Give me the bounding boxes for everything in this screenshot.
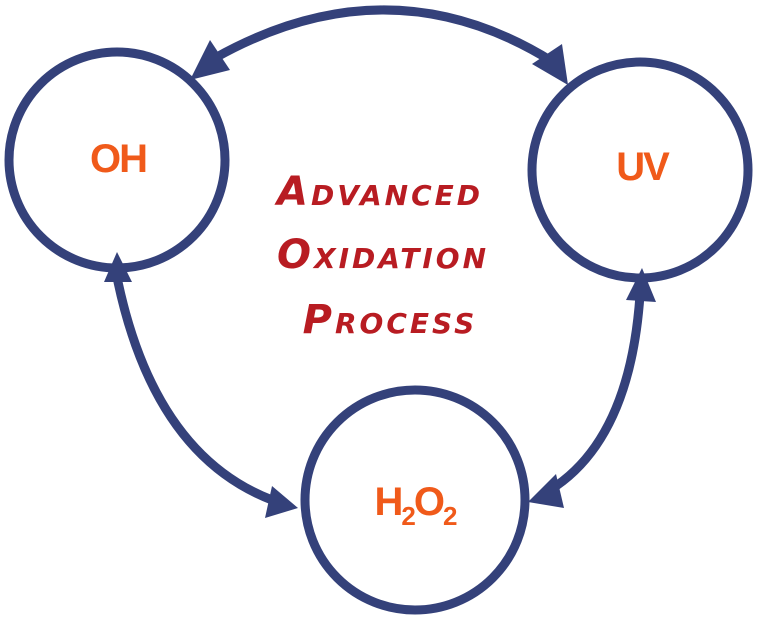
- title-line-2: Oxidation: [277, 232, 489, 278]
- arrow-head-h2o2-right: [528, 474, 564, 508]
- arrow-oh-uv: [190, 5, 568, 85]
- h2o2-label: H2O2: [375, 480, 457, 531]
- arrow-head-oh: [190, 40, 230, 80]
- arrow-head-oh-bottom: [104, 252, 132, 282]
- h2o2-sub-2: 2: [443, 501, 457, 531]
- uv-label: UV: [616, 145, 670, 189]
- h2o2-node-ring: [300, 385, 530, 615]
- title-line-3: Process: [303, 297, 478, 343]
- arrow-head-uv: [532, 44, 568, 85]
- arrow-head-uv-bottom: [626, 268, 656, 302]
- center-title: Advanced Oxidation Process: [274, 169, 489, 343]
- title-line-1: Advanced: [274, 169, 483, 215]
- arrow-head-h2o2-left: [265, 486, 298, 518]
- h2o2-h: H: [375, 480, 402, 524]
- oh-label: OH: [90, 137, 146, 181]
- arrow-oh-h2o2: [104, 252, 298, 518]
- h2o2-o: O: [414, 480, 444, 524]
- h2o2-sub-1: 2: [401, 501, 415, 531]
- arrow-uv-h2o2: [528, 268, 656, 508]
